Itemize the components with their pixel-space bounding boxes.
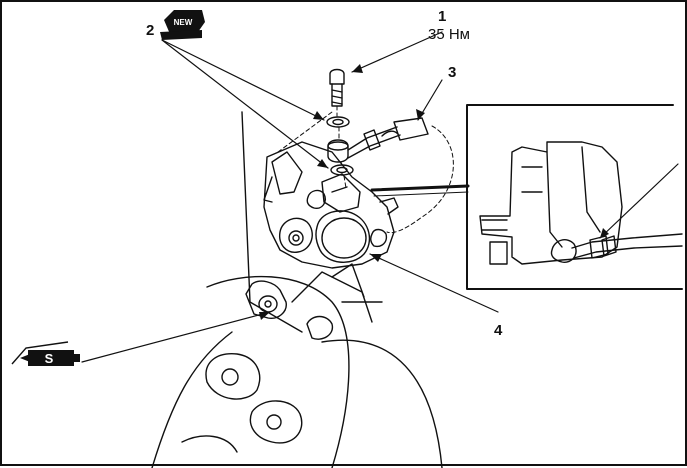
brake-caliper xyxy=(263,141,399,269)
steering-knuckle xyxy=(151,111,443,468)
callout-1-number: 1 xyxy=(438,8,447,25)
assembly-lines xyxy=(277,105,454,234)
sealing-washer-upper xyxy=(326,116,350,128)
new-badge-label: NEW xyxy=(174,18,193,27)
detail-inset xyxy=(466,104,683,290)
callout-1-torque: 35 Нм xyxy=(428,26,470,43)
grease-icon: S xyxy=(11,341,80,366)
grease-symbol-label: S xyxy=(45,351,54,366)
callout-4-number: 4 xyxy=(494,322,503,339)
brake-hose xyxy=(347,117,429,159)
callout-2-number: 2 xyxy=(146,22,155,39)
leader-lines xyxy=(81,31,679,363)
new-part-icon: NEW xyxy=(160,10,205,40)
banjo-fitting xyxy=(327,139,349,163)
callout-3-number: 3 xyxy=(448,64,457,81)
banjo-bolt xyxy=(329,68,345,107)
arrow-heads xyxy=(259,64,609,320)
